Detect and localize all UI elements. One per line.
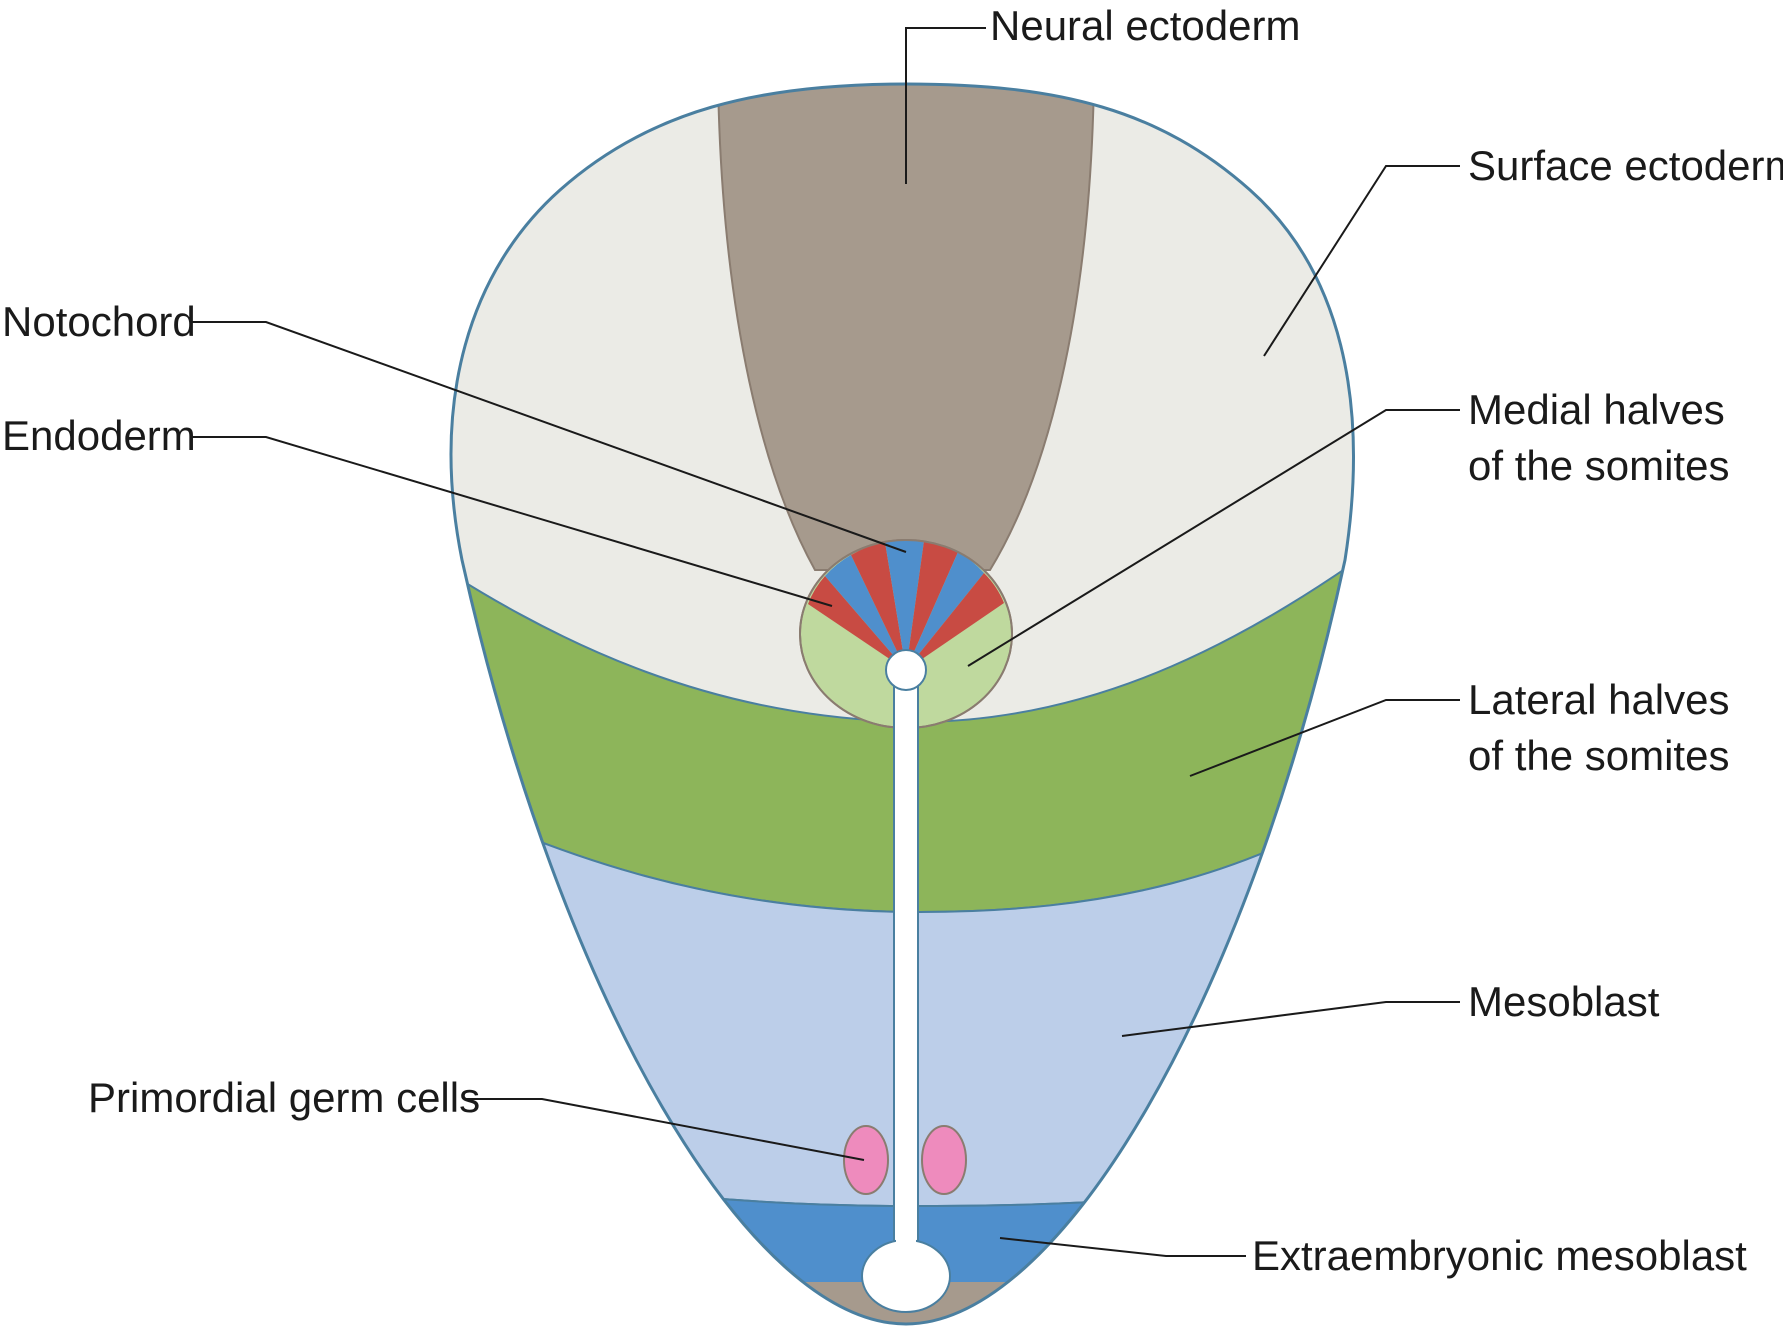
leader-mesoblast (1121, 1001, 1460, 1037)
fan-segment-endoderm (808, 576, 906, 670)
label-primordial-germ-cells: Primordial germ cells (88, 1074, 480, 1121)
label-notochord: Notochord (2, 298, 196, 345)
label-lateral-somites-line1: Lateral halves (1468, 676, 1730, 723)
primordial-germ-cell-right (921, 1125, 967, 1195)
label-neural-ectoderm: Neural ectoderm (990, 2, 1300, 49)
leader-lateral-somites (1189, 699, 1460, 777)
leader-endoderm (190, 436, 833, 607)
label-lateral-somites-line2: of the somites (1468, 732, 1729, 779)
fan-segment-notochord (906, 552, 984, 670)
leader-extraembryonic-mesoblast (999, 1237, 1246, 1257)
label-medial-somites-line2: of the somites (1468, 442, 1729, 489)
primitive-pit (861, 1239, 951, 1313)
notochord-endoderm-fan (799, 539, 1013, 729)
label-endoderm: Endoderm (2, 412, 196, 459)
leader-neural-ectoderm (905, 27, 986, 184)
fan-segment-notochord (825, 555, 906, 670)
fan-segment-endoderm (906, 573, 1004, 670)
label-extraembryonic-mesoblast: Extraembryonic mesoblast (1252, 1232, 1747, 1279)
leader-primordial-germ-cells (466, 1098, 865, 1161)
leader-notochord (190, 321, 907, 553)
primitive-node (885, 649, 927, 691)
label-surface-ectoderm: Surface ectoderm (1468, 142, 1783, 189)
neural-ectoderm-region (716, 84, 1096, 571)
primordial-germ-cell-left (843, 1125, 889, 1195)
primitive-streak (861, 649, 951, 1313)
fan-segment-endoderm (851, 542, 906, 670)
leader-medial-somites (967, 409, 1460, 667)
leader-surface-ectoderm (1263, 165, 1460, 357)
label-mesoblast: Mesoblast (1468, 978, 1660, 1025)
label-medial-somites-line1: Medial halves (1468, 386, 1725, 433)
fan-segment-endoderm (906, 541, 958, 670)
fan-segment-notochord (885, 539, 924, 670)
